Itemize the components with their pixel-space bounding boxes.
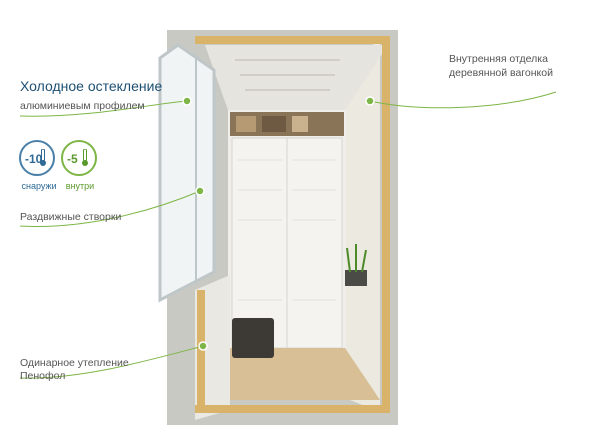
insulation-material-label: Пенофол	[20, 370, 66, 382]
wood-top	[195, 36, 390, 44]
plant-icon	[346, 244, 367, 273]
outside-temp-value: -10	[25, 152, 43, 166]
ceiling	[205, 45, 388, 110]
sliding-label: Раздвижные створки	[20, 211, 122, 223]
insulation-label: Одинарное утепление	[20, 357, 129, 369]
clothes-dryer-icon	[235, 59, 340, 91]
thermometer-icon	[81, 148, 89, 170]
thermometer-icon	[39, 148, 47, 170]
inside-caption: внутри	[65, 181, 95, 191]
wood-bottom	[195, 405, 390, 413]
right-wall	[345, 42, 380, 412]
floor	[210, 348, 380, 400]
inside-temp-value: -5	[67, 152, 78, 166]
glazing-frame	[158, 43, 216, 303]
wood-right	[382, 36, 390, 413]
basket-icon	[232, 318, 274, 358]
outside-caption: снаружи	[21, 181, 57, 191]
outside-temp-badge: -10	[19, 140, 55, 176]
glazing-subtitle: алюминиевым профилем	[20, 100, 145, 112]
glazing-title: Холодное остекление	[20, 78, 163, 94]
inner-finish-label: Внутренняя отделка	[449, 53, 548, 65]
inside-temp-badge: -5	[61, 140, 97, 176]
inner-finish-material-label: деревянной вагонкой	[449, 67, 553, 79]
